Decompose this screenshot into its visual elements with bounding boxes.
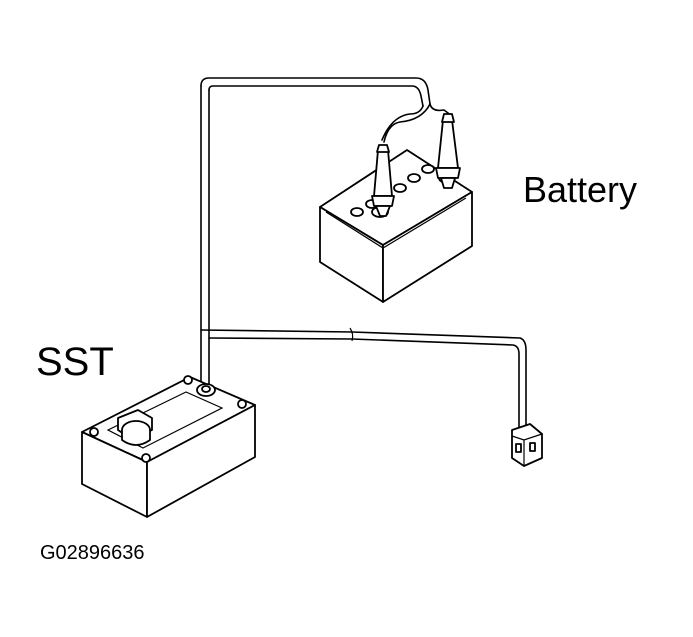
battery-clip-left: [371, 144, 395, 217]
sst-label: SST: [36, 340, 114, 384]
battery-clip-right: [435, 113, 461, 189]
sst-tester-box: [81, 375, 256, 518]
main-wire-harness: [200, 77, 527, 429]
battery-label: Battery: [523, 169, 638, 210]
wire-break-mark: [349, 327, 354, 342]
battery-illustration: [319, 149, 473, 303]
wire-connector: [511, 423, 543, 467]
figure-id: G02896636: [40, 542, 145, 564]
